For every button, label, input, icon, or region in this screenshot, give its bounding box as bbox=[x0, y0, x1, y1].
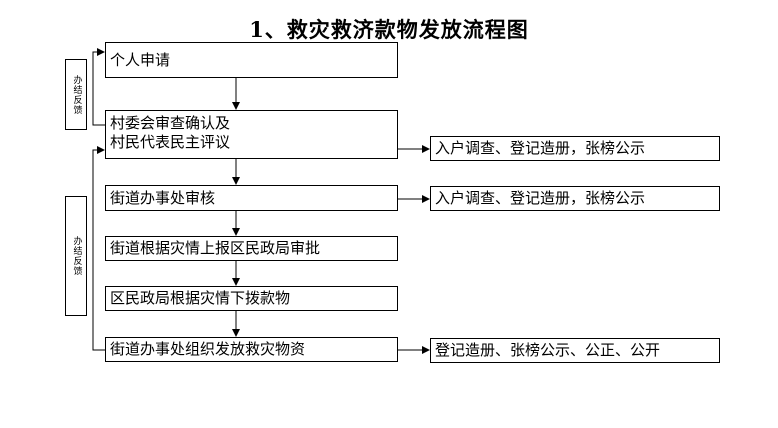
page-title: 1、救灾救济款物发放流程图 bbox=[249, 17, 529, 42]
step-label: 街道办事处组织发放救灾物资 bbox=[110, 340, 306, 358]
step-distribute-supplies: 街道办事处组织发放救灾物资 bbox=[105, 337, 398, 362]
step-label: 街道根据灾情上报区民政局审批 bbox=[110, 239, 321, 257]
side-note-1: 入户调查、登记造册，张榜公示 bbox=[430, 136, 720, 161]
side-note-2: 入户调查、登记造册，张榜公示 bbox=[430, 186, 720, 211]
step-report-civil-affairs: 街道根据灾情上报区民政局审批 bbox=[105, 236, 398, 261]
step-personal-application: 个人申请 bbox=[105, 42, 398, 78]
feedback-text: 办结反馈 bbox=[71, 236, 82, 276]
step-allocate-funds: 区民政局根据灾情下拨款物 bbox=[105, 286, 398, 311]
side-note-3: 登记造册、张榜公示、公正、公开 bbox=[430, 338, 720, 363]
feedback-text: 办结反馈 bbox=[71, 74, 82, 115]
side-note-label: 入户调查、登记造册，张榜公示 bbox=[435, 139, 646, 157]
step-label: 个人申请 bbox=[110, 50, 171, 69]
step-label: 区民政局根据灾情下拨款物 bbox=[110, 289, 291, 307]
side-note-label: 入户调查、登记造册，张榜公示 bbox=[435, 189, 646, 207]
side-note-label: 登记造册、张榜公示、公正、公开 bbox=[435, 341, 661, 359]
feedback-label-2: 办结反馈 bbox=[65, 196, 87, 316]
feedback-label-1: 办结反馈 bbox=[65, 59, 87, 130]
feedback-loop-2 bbox=[92, 146, 105, 351]
step-label-line-2: 村民代表民主评议 bbox=[110, 133, 231, 151]
step-street-office-audit: 街道办事处审核 bbox=[105, 185, 398, 211]
feedback-loop-1 bbox=[92, 48, 105, 126]
step-label-line-1: 村委会审查确认及 bbox=[110, 114, 231, 132]
step-village-review: 村委会审查确认及 村民代表民主评议 bbox=[105, 110, 398, 159]
step-label: 街道办事处审核 bbox=[110, 188, 216, 207]
